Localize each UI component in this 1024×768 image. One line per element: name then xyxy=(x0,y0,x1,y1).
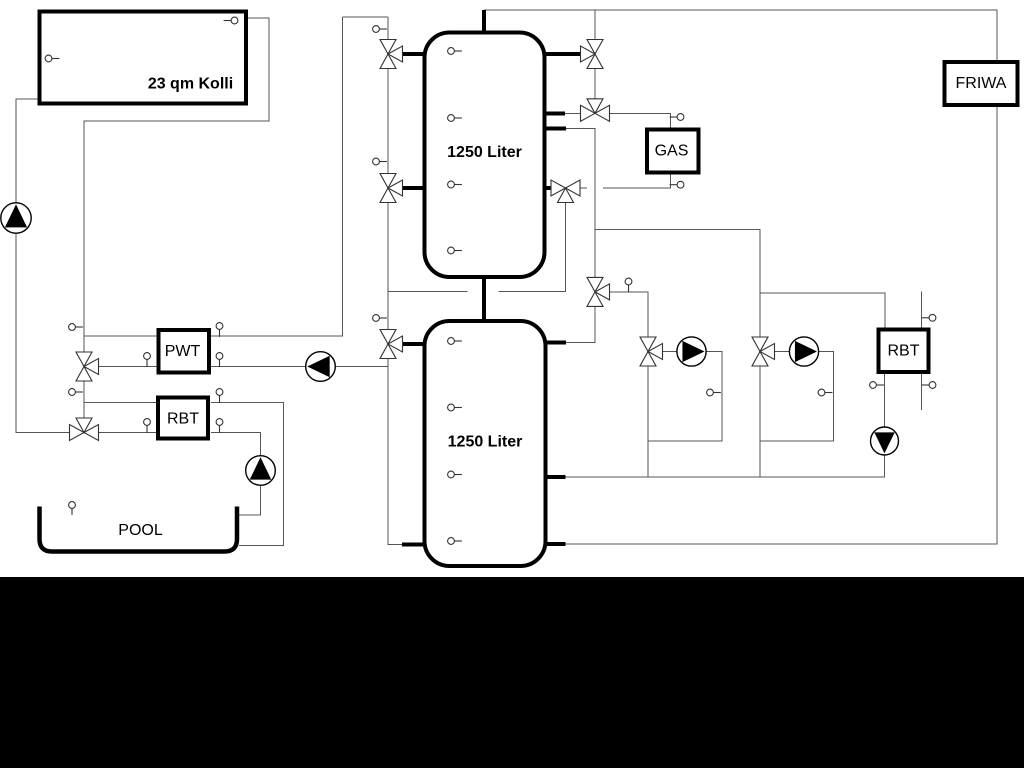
svg-text:1250 Liter: 1250 Liter xyxy=(447,144,522,161)
svg-text:POOL: POOL xyxy=(118,522,163,539)
svg-text:RBT: RBT xyxy=(167,411,199,428)
svg-text:GAS: GAS xyxy=(655,143,689,160)
svg-text:1250 Liter: 1250 Liter xyxy=(448,434,523,451)
svg-text:RBT: RBT xyxy=(888,343,920,360)
svg-text:PWT: PWT xyxy=(165,343,201,360)
svg-text:FRIWA: FRIWA xyxy=(956,75,1007,92)
svg-text:23 qm Kolli: 23 qm Kolli xyxy=(148,76,233,93)
